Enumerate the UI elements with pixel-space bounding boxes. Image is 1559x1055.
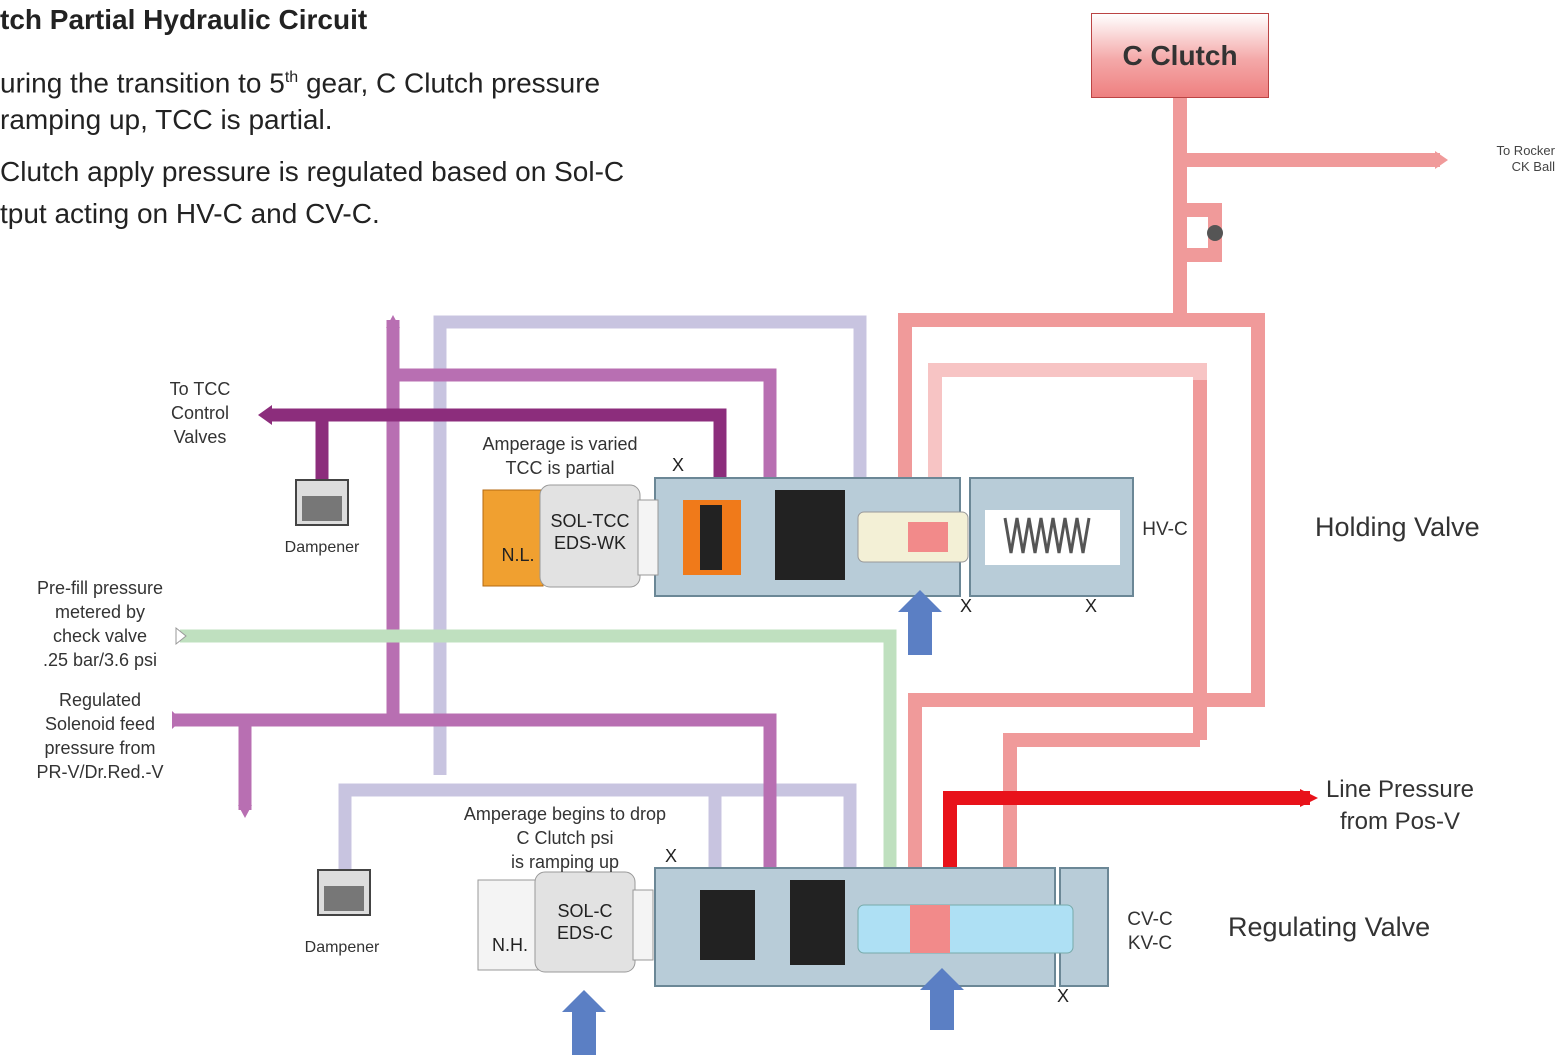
solenoid-feed-inlet [172,711,182,729]
cvc-label: CV-C KV-C [1120,908,1180,956]
to-tcc-line-1: To TCC [169,379,231,399]
bottom-valve-body [654,867,1109,987]
bullet-line-4: tput acting on HV-C and CV-C. [0,198,380,229]
solenoid-feed-top-arrow [386,315,400,328]
cvc-line-1: CV-C [1127,909,1173,930]
holding-valve-label: Holding Valve [1315,512,1480,542]
to-tcc-line-3: Valves [173,427,227,447]
bullet-line-2: ramping up, TCC is partial. [0,104,333,135]
dampener-top-shape [295,479,349,526]
top-valve-body [654,477,1134,597]
prefill-inlet [175,626,187,646]
hvc-label: HV-C [1142,519,1188,540]
regulated-line-4: PR-V/Dr.Red.-V [36,762,164,782]
amperage-varied-label: Amperage is varied TCC is partial [460,432,660,480]
prefill-line-1: Pre-fill pressure [36,578,164,598]
to-rocker-line-2: CK Ball [1511,159,1555,174]
sol-tcc-line-1: SOL-TCC [550,511,630,531]
line-pressure-inlet [1300,789,1318,807]
c-clutch-circuit [898,96,1440,870]
sol-tcc-line-2: EDS-WK [554,533,626,553]
to-rocker-arrow [1435,151,1448,169]
nh-label: N.H. [492,935,528,955]
holding-signal-line [928,363,1207,480]
lavender-circuit [338,315,867,870]
c-clutch-label: C Clutch [1122,39,1238,71]
check-ball [1207,225,1223,241]
blue-arrows [562,590,964,1055]
nl-label: N.L. [501,545,535,565]
blue-arrow-solc [562,990,606,1055]
sol-c-line-2: EDS-C [556,923,613,943]
amperage-drop-line-2: C Clutch psi [516,828,614,848]
exhaust-x-4: X [665,846,678,866]
bullet-1-post: gear, C Clutch pressure [298,67,601,99]
line-pressure-circuit [943,791,1310,870]
exhaust-x-1: X [672,455,685,475]
bullet-line-1: uring the transition to 5th gear, C Clut… [0,58,600,103]
dampener-bottom-shape [317,869,371,916]
amperage-varied-line-1: Amperage is varied [482,434,638,454]
cvc-line-2: KV-C [1127,933,1173,954]
amperage-drop-line-1: Amperage begins to drop [463,804,667,824]
prefill-label: Pre-fill pressure metered by check valve… [20,576,180,672]
prefill-circuit [180,629,897,960]
blue-arrow-hvc [898,590,942,655]
regulated-line-1: Regulated [58,690,142,710]
dampener-bottom-label: Dampener [304,939,380,956]
amperage-drop-label: Amperage begins to drop C Clutch psi is … [440,802,690,874]
exhaust-x-5: X [1057,986,1070,1006]
prefill-line-3: check valve [52,626,148,646]
amperage-drop-line-3: is ramping up [510,852,620,872]
prefill-line-4: .25 bar/3.6 psi [42,650,158,670]
amperage-varied-line-2: TCC is partial [505,458,615,478]
bullet-line-3: Clutch apply pressure is regulated based… [0,156,625,187]
line-pressure-label: Line Pressure from Pos-V [1310,774,1490,838]
regulated-line-3: pressure from [44,738,156,758]
blue-arrow-cvc [920,968,964,1030]
page-title: tch Partial Hydraulic Circuit [0,4,368,35]
regulating-valve-label: Regulating Valve [1228,912,1431,942]
c-clutch-box: C Clutch [1091,13,1269,98]
bullet-1-sup: th [284,69,299,86]
dampener-top-label: Dampener [284,539,360,556]
regulated-line-2: Solenoid feed [44,714,156,734]
sol-c-label: SOL-C EDS-C [535,900,635,944]
exhaust-x-3: X [1085,596,1098,616]
sol-c-solenoid [477,871,654,973]
solenoid-feed-down-arrow [238,805,252,818]
line-pressure-line-1: Line Pressure [1325,776,1475,803]
to-tcc-arrow [258,405,272,425]
to-tcc-label: To TCC Control Valves [150,377,250,449]
line-pressure-line-2: from Pos-V [1339,808,1461,835]
to-tcc-line-2: Control [170,403,230,423]
to-rocker-label: To Rocker CK Ball [1465,143,1555,175]
exhaust-x-2: X [960,596,973,616]
sol-c-line-1: SOL-C [557,901,613,921]
prefill-line-2: metered by [54,602,146,622]
bullet-1-pre: uring the transition to 5 [0,67,285,99]
sol-tcc-solenoid [482,484,659,588]
to-rocker-line-1: To Rocker [1496,143,1555,158]
sol-tcc-label: SOL-TCC EDS-WK [540,510,640,554]
regulated-feed-label: Regulated Solenoid feed pressure from PR… [20,688,180,784]
